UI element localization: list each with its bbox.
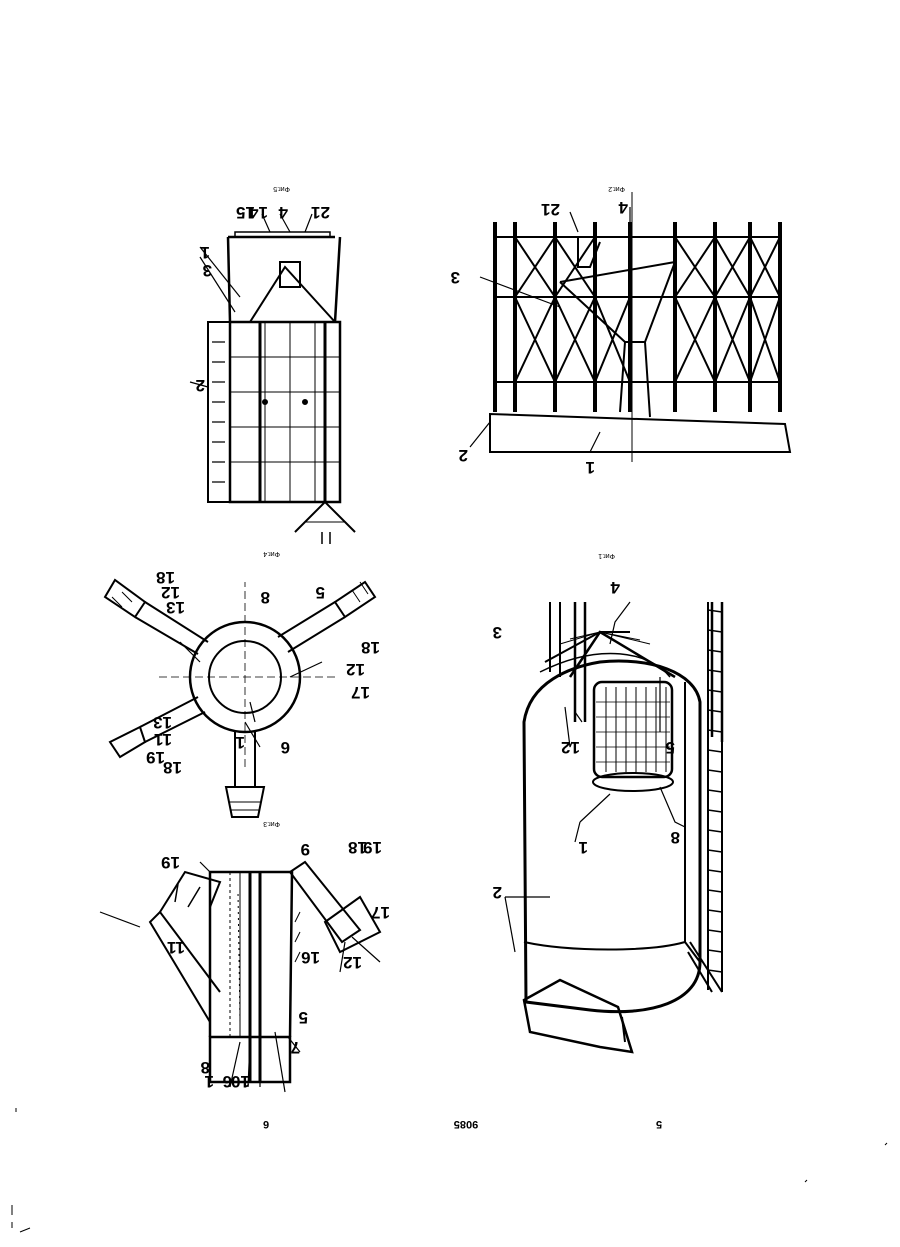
fig3-label: 18	[348, 838, 367, 857]
figure-1-silo-perspective	[505, 602, 722, 1052]
fig4-label: 18	[163, 758, 182, 777]
fig4-label: 6	[281, 738, 290, 757]
figure-5-elevation	[190, 214, 355, 544]
fig2-label: 1	[586, 458, 595, 477]
page-number-row: 5 9085 6	[263, 1118, 662, 1130]
fig5-label: 1	[201, 243, 210, 262]
fig1-label: 4	[610, 578, 620, 597]
fig4-label: 11	[154, 730, 172, 749]
rotated-sheet: 5 9085 6	[100, 185, 790, 1130]
fig2-label: 3	[451, 268, 460, 287]
fig4-label: 8	[261, 588, 270, 607]
figure-5-labels: 2 3 1 14 4 21 15 Фиг.5	[196, 185, 330, 395]
page-number-left: 5	[656, 1118, 662, 1130]
page-number-center: 9085	[454, 1118, 478, 1130]
fig4-label: 5	[316, 583, 325, 602]
fig4-label: 1	[236, 733, 245, 752]
fig1-label: 3	[493, 623, 502, 642]
fig4-label: 12	[346, 660, 365, 679]
fig2-label: 4	[618, 198, 628, 217]
figure-3-labels: 8 6 10 1 7 5 16 12 17 19 18 9 11 19 Фиг.…	[161, 820, 390, 1091]
fig3-label: 5	[299, 1008, 308, 1027]
figure-3-section	[100, 862, 380, 1092]
fig2-caption: Фиг.2	[608, 185, 625, 192]
fig1-label: 2	[493, 883, 502, 902]
fig3-caption: Фиг.3	[263, 820, 280, 827]
fig3-label: 12	[343, 953, 362, 972]
fig3-label: 11	[167, 938, 185, 957]
fig2-label: 21	[541, 200, 560, 219]
fig3-label: 1	[205, 1072, 214, 1091]
fig1-label: 8	[671, 828, 680, 847]
fig1-label: 5	[666, 738, 675, 757]
figure-4-plan-view	[105, 580, 375, 817]
fig5-label: 4	[278, 203, 288, 222]
fig4-caption: Фиг.4	[263, 550, 280, 557]
fig5-caption: Фиг.5	[273, 185, 290, 192]
figure-4-labels: 6 1 13 11 19 18 12 17 18 5 8 13 12 18 Фи…	[146, 550, 380, 777]
page-number-right: 6	[263, 1118, 269, 1130]
fig3-label: 10	[231, 1072, 250, 1091]
fig4-label: 18	[361, 638, 380, 657]
fig3-label: 7	[291, 1038, 300, 1057]
fig4-label: 13	[153, 713, 172, 732]
fig3-label: 6	[223, 1072, 232, 1091]
fig3-label: 9	[301, 840, 310, 859]
fig4-label: 19	[146, 748, 165, 767]
figure-1-labels: 2 1 8 5 12 3 4 Фиг.1	[493, 552, 680, 902]
scan-specks	[12, 1108, 887, 1232]
fig3-label: 16	[301, 948, 320, 967]
figure-2-support-frame	[470, 192, 790, 462]
fig5-label: 21	[311, 203, 330, 222]
fig2-label: 2	[459, 446, 468, 465]
fig1-label: 12	[561, 738, 580, 757]
fig1-label: 1	[579, 838, 588, 857]
fig3-label: 19	[161, 853, 180, 872]
fig4-label: 17	[351, 683, 370, 702]
fig3-label: 17	[371, 903, 390, 922]
fig5-label: 2	[196, 376, 205, 395]
fig4-label: 18	[156, 568, 175, 587]
fig1-caption: Фиг.1	[598, 552, 615, 559]
fig5-label: 3	[203, 261, 212, 280]
fig5-label: 15	[236, 203, 255, 222]
